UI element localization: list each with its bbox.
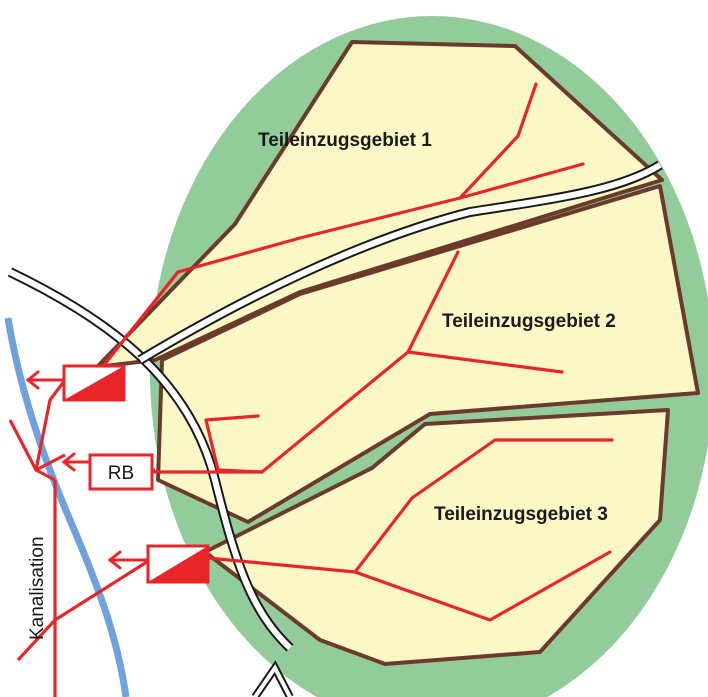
area1-label: Teileinzugsgebiet 1 bbox=[258, 130, 432, 151]
rb-label: RB bbox=[108, 463, 134, 484]
arrow-left-icon bbox=[61, 452, 90, 472]
area2-label: Teileinzugsgebiet 2 bbox=[442, 311, 616, 332]
area3-label: Teileinzugsgebiet 3 bbox=[434, 504, 608, 525]
arrow-left-icon bbox=[25, 370, 65, 390]
outflow-arrows bbox=[25, 370, 150, 570]
sewer-label: Kanalisation bbox=[27, 536, 48, 640]
river bbox=[4, 317, 130, 697]
road bbox=[7, 160, 663, 697]
stream-network bbox=[98, 82, 614, 622]
inlet-structure-bottom bbox=[146, 544, 210, 584]
rb-box bbox=[88, 453, 154, 491]
arrow-left-icon bbox=[107, 550, 150, 570]
subcatchment-3 bbox=[203, 408, 670, 666]
inlet-structure-top bbox=[62, 364, 126, 402]
